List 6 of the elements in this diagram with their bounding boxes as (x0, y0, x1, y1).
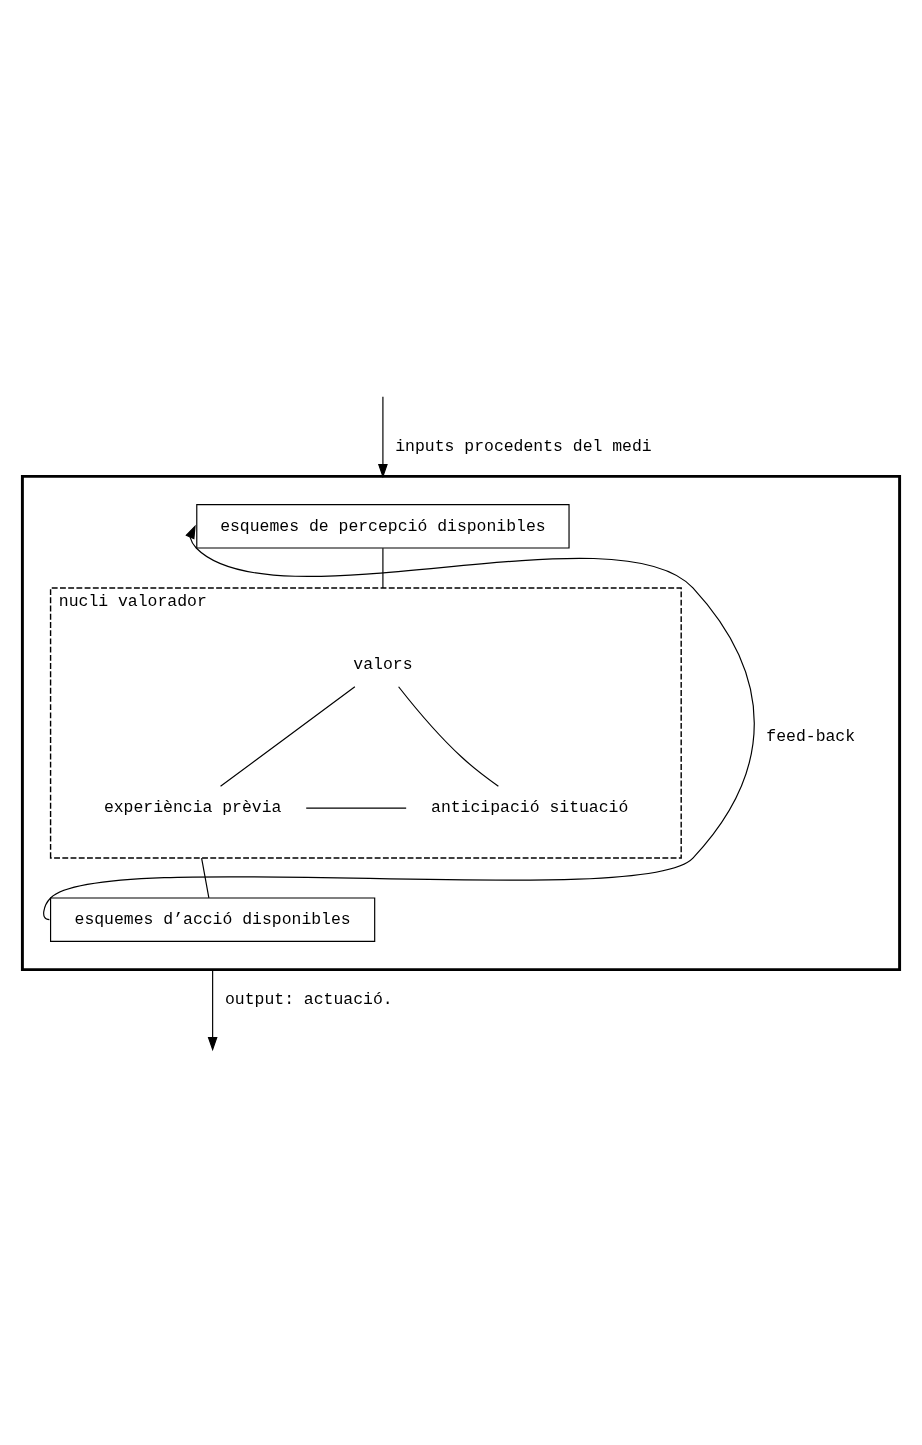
edge-label: output: actuació. (224, 989, 393, 1009)
node-text: anticipació situació (431, 797, 629, 817)
edge-label: inputs procedents del medi (395, 436, 652, 456)
edge-label: feed-back (766, 726, 856, 746)
node-text: experiència prèvia (103, 797, 282, 817)
node-text: valors (353, 654, 413, 674)
